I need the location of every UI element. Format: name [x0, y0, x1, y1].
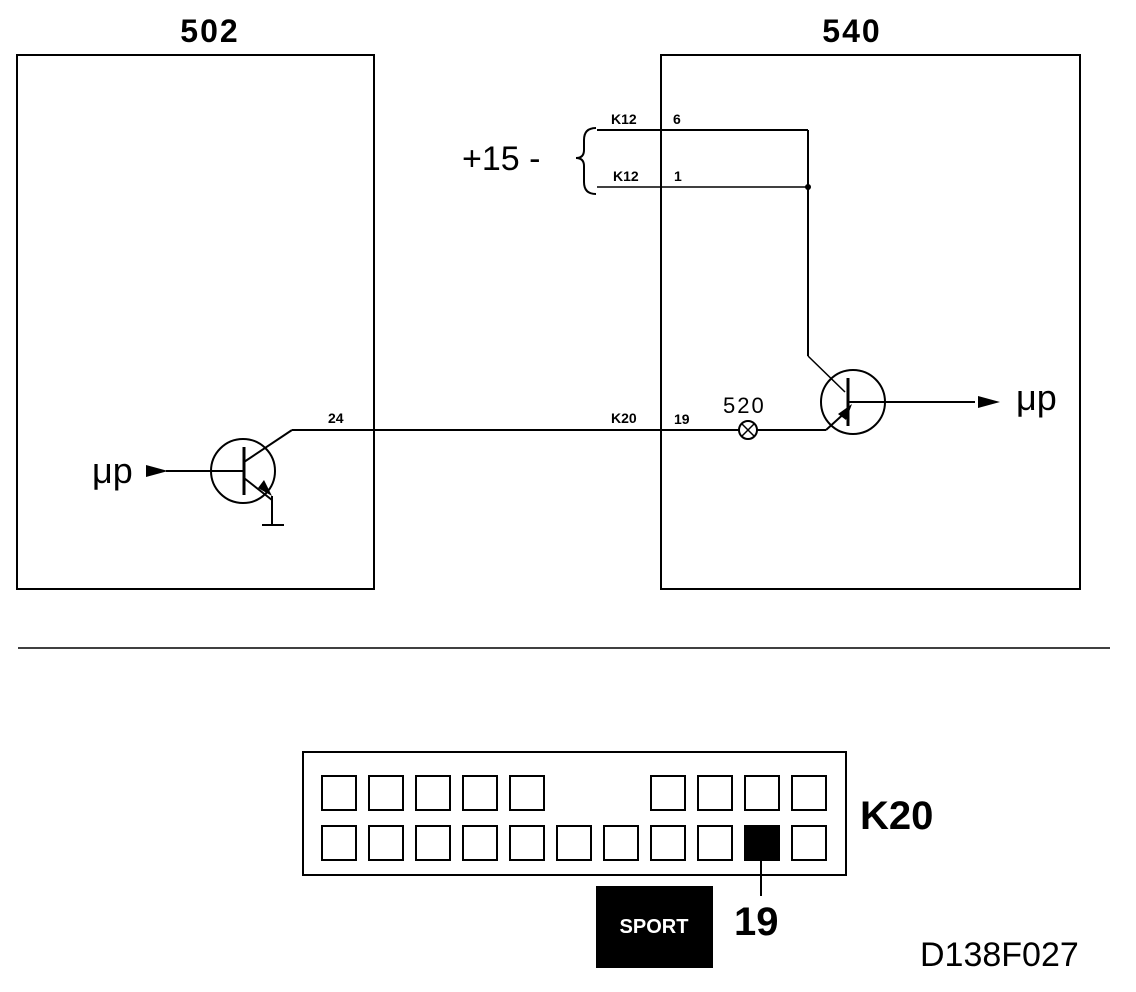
- wire-collector-540: [807, 355, 846, 393]
- module-540-box: [660, 54, 1081, 590]
- pin-19-label: 19: [734, 900, 779, 944]
- connector-slot-bottom-8: [650, 825, 686, 861]
- connector-slot-top-6: [650, 775, 686, 811]
- module-502-box: [16, 54, 375, 590]
- connector-slot-bottom-11: [791, 825, 827, 861]
- arrow-left-input: [146, 465, 168, 477]
- connector-slot-bottom-7: [603, 825, 639, 861]
- mu-label-left: μp: [92, 450, 133, 491]
- supply-brace: [575, 127, 597, 195]
- left-pin-number: 24: [328, 410, 344, 426]
- k12-pin1-connector: K12: [613, 168, 639, 184]
- connector-slot-bottom-1: [321, 825, 357, 861]
- k20-slots: [321, 775, 827, 861]
- connector-slot-bottom-5: [509, 825, 545, 861]
- connector-slot-bottom-6: [556, 825, 592, 861]
- connector-slot-top-8: [744, 775, 780, 811]
- transistor-502-emitter: [243, 477, 273, 501]
- lamp-520-label: 520: [723, 393, 766, 418]
- module-502-label: 502: [180, 13, 239, 49]
- connector-slot-bottom-3: [415, 825, 451, 861]
- connector-slot-top-2: [368, 775, 404, 811]
- k20-connector-label: K20: [611, 410, 637, 426]
- figure-code: D138F027: [920, 936, 1079, 974]
- module-540-label: 540: [822, 13, 881, 49]
- lamp-520-cross-b: [741, 423, 755, 437]
- connector-slot-pin-19: [744, 825, 780, 861]
- k12-pin6-connector: K12: [611, 111, 637, 127]
- transistor-502-emitter-arrow: [258, 480, 272, 496]
- connector-slot-top-1: [321, 775, 357, 811]
- sport-label: SPORT: [620, 916, 689, 938]
- k12-pin1-number: 1: [674, 168, 682, 184]
- sport-badge: [596, 886, 713, 968]
- connector-slot-top-9: [791, 775, 827, 811]
- connector-slot-top-4: [462, 775, 498, 811]
- transistor-502-collector: [243, 429, 293, 463]
- k12-pin6-number: 6: [673, 111, 681, 127]
- connector-slot-top-5: [509, 775, 545, 811]
- connector-slot-bottom-2: [368, 825, 404, 861]
- connector-slot-top-3: [415, 775, 451, 811]
- transistor-540-emitter-arrow: [838, 404, 852, 420]
- connector-slot-bottom-4: [462, 825, 498, 861]
- k20-connector-body: [302, 751, 847, 876]
- k20-connector-name: K20: [860, 794, 933, 838]
- mu-label-right: μp: [1016, 377, 1057, 418]
- supply-label: +15 -: [462, 140, 540, 178]
- connector-slot-bottom-9: [697, 825, 733, 861]
- connector-slot-top-7: [697, 775, 733, 811]
- arrow-right-input: [978, 396, 1000, 408]
- k20-pin-number: 19: [674, 411, 690, 427]
